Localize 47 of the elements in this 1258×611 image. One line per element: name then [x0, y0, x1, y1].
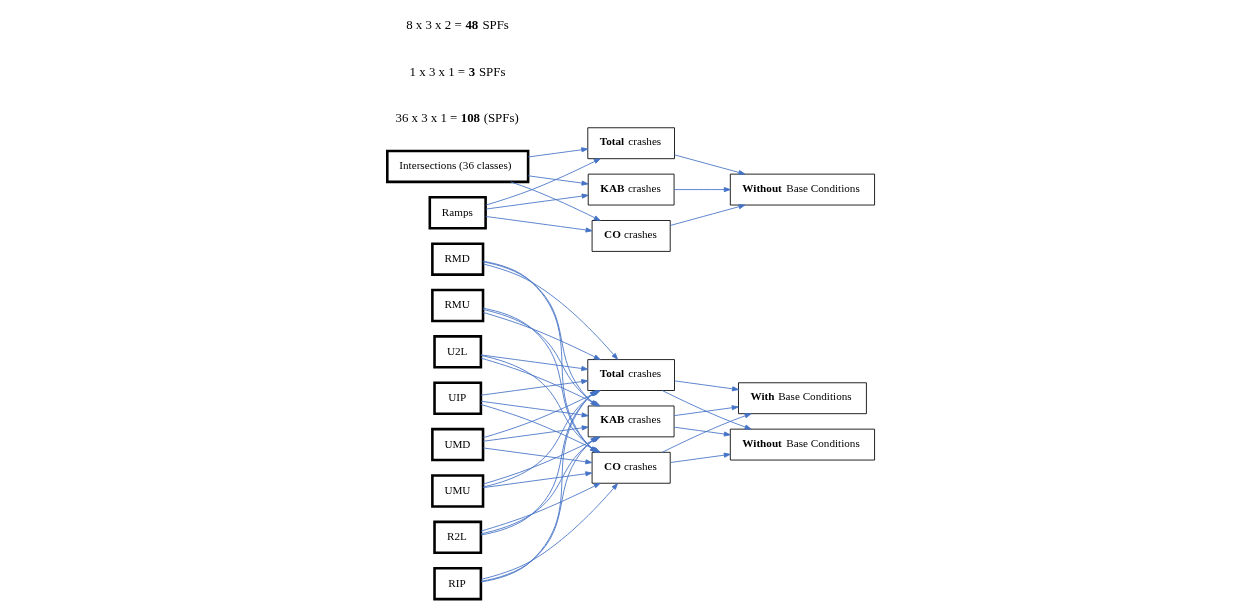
arrow [527, 147, 589, 158]
node-box: Total crashes [587, 359, 675, 391]
arrow [485, 158, 601, 206]
arrow [510, 181, 601, 221]
arrow [673, 426, 731, 437]
node-box: Intersections (36 classes) [386, 149, 530, 184]
arrow [661, 390, 752, 430]
arrow [482, 447, 593, 465]
arrow [482, 471, 593, 489]
arrow [674, 154, 746, 175]
arrow [482, 425, 589, 442]
node-box: Without Base Conditions [729, 428, 875, 461]
node-box: Total crashes [587, 127, 675, 160]
arrow [480, 483, 619, 580]
arrow [670, 452, 731, 463]
node-box: R2L [433, 520, 483, 555]
arrow [661, 413, 752, 453]
node-box: U2L [433, 335, 483, 369]
node-box: RIP [433, 566, 483, 601]
label: 8 x 3 x 2 = 48 SPFs [406, 18, 509, 33]
arrow [674, 380, 739, 392]
arrow [482, 263, 619, 360]
node-box: UMU [431, 474, 485, 508]
arrow [480, 400, 589, 418]
arrow [673, 405, 739, 417]
node-box: KAB crashes [587, 173, 675, 206]
node-box: RMU [431, 288, 485, 323]
node-box: CO crashes [591, 451, 671, 484]
node-box: CO crashes [591, 220, 671, 252]
arrow [527, 175, 589, 186]
arrow [670, 204, 746, 226]
arrow [485, 193, 589, 210]
node-box: Ramps [428, 196, 487, 230]
arrow [480, 482, 601, 532]
arrow [480, 379, 589, 396]
node-box: UMD [431, 427, 485, 462]
arrow [485, 216, 593, 233]
arrow [480, 354, 589, 371]
label: 1 x 3 x 1 = 3 SPFs [409, 64, 506, 79]
label: 36 x 3 x 1 = 108 (SPFs) [395, 111, 519, 126]
node-box: UIP [433, 381, 483, 415]
node-box: RMD [431, 242, 485, 276]
node-box: Without Base Conditions [729, 173, 875, 206]
node-box: KAB crashes [587, 405, 675, 438]
arrow [673, 187, 731, 193]
node-box: With Base Conditions [738, 382, 867, 415]
arrow [482, 312, 601, 360]
